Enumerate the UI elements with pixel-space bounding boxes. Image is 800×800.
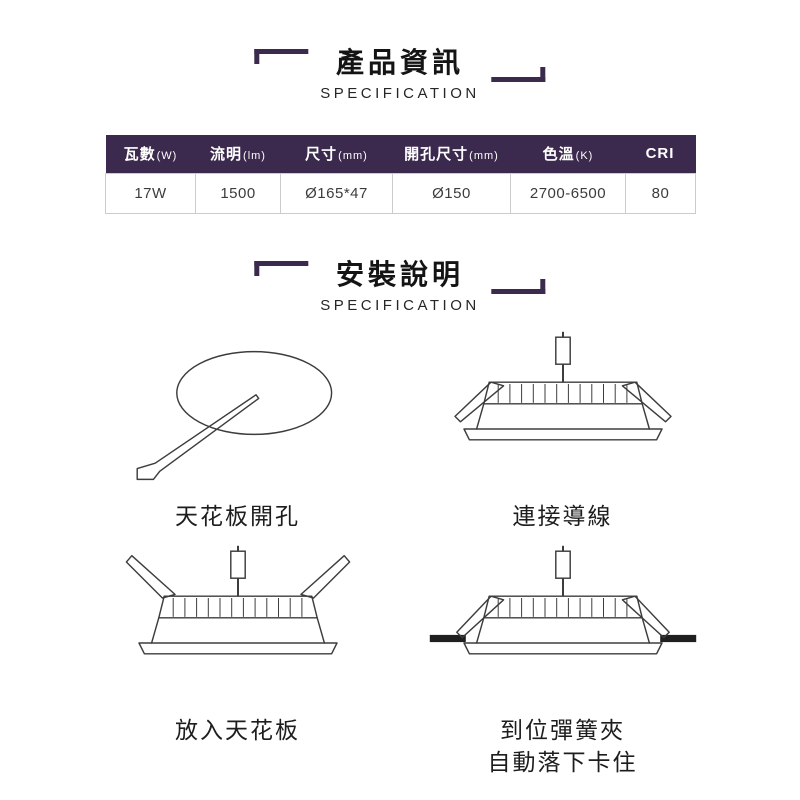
spec-header-main: 色溫 [542,146,575,164]
step-label: 到位彈簧夾 自動落下卡住 [488,714,638,778]
spec-table: 瓦數(W) 流明(lm) 尺寸(mm) 開孔尺寸(mm) 色溫(K) CRI 1… [105,135,696,214]
spec-value-size: Ø165*47 [280,172,393,214]
spec-value-lumen: 1500 [195,172,281,214]
step-label: 天花板開孔 [175,500,300,532]
spec-value-cutout: Ø150 [392,172,511,214]
step-ceiling-cutout: 天花板開孔 [75,330,400,532]
spec-header-sub: (mm) [469,150,499,163]
spec-header-sub: (lm) [243,150,266,163]
step-label-line: 到位彈簧夾 [500,717,625,744]
insert-ceiling-illustration [125,545,350,655]
connect-wire-illustration [453,331,672,441]
spec-header-wattage: 瓦數(W) [105,135,196,173]
section-subtitle: SPECIFICATION [320,296,480,314]
spec-header-cutout: 開孔尺寸(mm) [392,135,511,173]
spec-header-main: 開孔尺寸 [404,146,469,164]
section-title: 安裝說明 [335,259,464,290]
spec-header-sub: (mm) [338,150,368,163]
ceiling-cutout-illustration [135,350,332,481]
step-spring-clip-lock: 到位彈簧夾 自動落下卡住 [400,544,725,778]
spec-value-cri: 80 [625,172,696,214]
spec-header-lumen: 流明(lm) [195,135,281,173]
spec-table-value-row: 17W 1500 Ø165*47 Ø150 2700-6500 80 [105,172,696,214]
spec-value-color-temp: 2700-6500 [510,172,626,214]
bracket-right-icon [491,279,546,294]
spec-header-size: 尺寸(mm) [280,135,393,173]
installation-steps: 天花板開孔 連接導線 [75,330,725,779]
step-label-line: 自動落下卡住 [487,749,638,776]
bracket-left-icon [254,49,309,64]
section-title-product-info: 產品資訊 SPECIFICATION [254,46,546,102]
spec-header-color-temp: 色溫(K) [510,135,626,173]
spec-header-main: CRI [645,145,675,163]
spring-clip-lock-illustration [429,545,696,655]
spec-header-sub: (W) [156,150,178,163]
spec-header-main: 尺寸 [305,146,338,164]
step-label: 連接導線 [513,500,613,532]
spec-header-cri: CRI [625,135,696,173]
step-connect-wire: 連接導線 [400,330,725,532]
title-text: 安裝說明 SPECIFICATION [320,258,479,314]
step-label-line: 連接導線 [512,503,613,529]
spec-header-main: 流明 [210,146,243,164]
step-label-line: 天花板開孔 [175,503,300,529]
spec-value-wattage: 17W [105,172,196,214]
bracket-left-icon [254,261,309,276]
step-label: 放入天花板 [175,714,300,746]
bracket-right-icon [491,67,546,82]
section-title: 產品資訊 [335,47,464,78]
spec-table-header-row: 瓦數(W) 流明(lm) 尺寸(mm) 開孔尺寸(mm) 色溫(K) CRI [105,135,696,173]
step-label-line: 放入天花板 [175,717,300,744]
spec-header-sub: (K) [575,150,594,163]
section-subtitle: SPECIFICATION [320,84,480,102]
title-text: 產品資訊 SPECIFICATION [320,46,479,102]
step-insert-ceiling: 放入天花板 [75,544,400,778]
spec-header-main: 瓦數 [123,146,156,164]
section-title-installation: 安裝說明 SPECIFICATION [254,258,546,314]
